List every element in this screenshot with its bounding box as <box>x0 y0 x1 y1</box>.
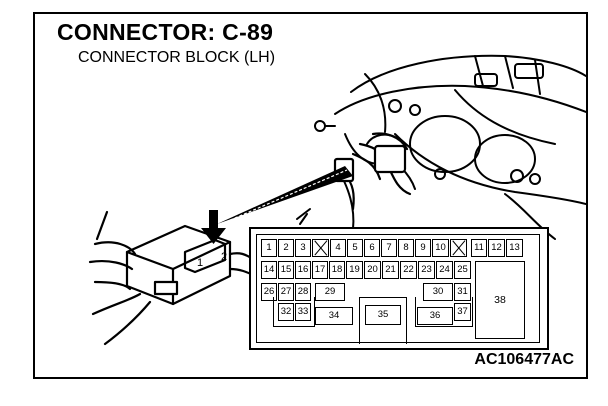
pin-cell: 4 <box>330 239 346 257</box>
callout-pointer-hatch <box>220 169 348 225</box>
pin-cell: 5 <box>347 239 363 257</box>
pin-cell: 14 <box>261 261 277 279</box>
pin-cell: 26 <box>261 283 277 301</box>
pin-cell: 16 <box>295 261 311 279</box>
connector-right-bracket <box>415 297 473 327</box>
pin-cell: 8 <box>398 239 414 257</box>
down-arrow-icon <box>201 210 226 244</box>
pin-cell: 10 <box>432 239 449 257</box>
figure-code: AC106477AC <box>474 351 574 368</box>
dashboard-illustration: 1 2 <box>88 54 586 346</box>
diagram-frame: 1 2 CONNECTOR: C-89 CONNECTOR BLOCK (LH)… <box>33 12 588 379</box>
callout-pointer <box>217 166 353 224</box>
pin-cell: 30 <box>423 283 453 301</box>
connector-key-recess <box>359 297 407 344</box>
blank-pin-cell <box>312 239 329 257</box>
pin-cell: 19 <box>346 261 363 279</box>
pin-cell: 24 <box>436 261 453 279</box>
pin-cell: 29 <box>315 283 345 301</box>
pin-cell: 3 <box>295 239 311 257</box>
pin-cell: 33 <box>295 303 311 321</box>
pin-cell: 36 <box>417 307 453 325</box>
pin-cell: 27 <box>278 283 294 301</box>
connector-left-bracket <box>273 297 315 327</box>
pin-cell: 37 <box>454 303 471 321</box>
instrument-panel-sketch <box>296 54 586 240</box>
pin-cell: 15 <box>278 261 294 279</box>
pin-cell: 28 <box>295 283 311 301</box>
pin-cell: 1 <box>261 239 277 257</box>
pin-cell-large: 38 <box>475 261 525 339</box>
pin-cell: 11 <box>471 239 487 257</box>
pin-cell: 35 <box>365 305 401 325</box>
pin-cell: 31 <box>454 283 471 301</box>
pin-cell: 6 <box>364 239 380 257</box>
connector-title: CONNECTOR: C-89 <box>57 19 274 45</box>
pin-cell: 20 <box>364 261 381 279</box>
pin-cell: 25 <box>454 261 471 279</box>
pin-cell: 12 <box>488 239 505 257</box>
pin-cell: 23 <box>418 261 435 279</box>
small-connector <box>88 210 257 346</box>
pin-cell: 22 <box>400 261 417 279</box>
pin-cell: 2 <box>278 239 294 257</box>
pin-cell: 21 <box>382 261 399 279</box>
pin-cell: 32 <box>278 303 294 321</box>
connector-block-face: 1 2 3 4 5 6 7 8 9 10 11 12 13 14 15 16 1… <box>249 227 549 350</box>
small-connector-pin2: 2 <box>221 251 227 263</box>
pin-cell: 7 <box>381 239 397 257</box>
connector-subtitle: CONNECTOR BLOCK (LH) <box>78 49 276 66</box>
pin-cell: 17 <box>312 261 328 279</box>
connector-block-inner: 1 2 3 4 5 6 7 8 9 10 11 12 13 14 15 16 1… <box>256 234 540 344</box>
small-connector-pin1: 1 <box>197 257 203 269</box>
pin-cell: 13 <box>506 239 523 257</box>
pin-cell: 9 <box>415 239 431 257</box>
pin-cell: 18 <box>329 261 345 279</box>
blank-pin-cell <box>450 239 467 257</box>
pin-cell: 34 <box>315 307 353 325</box>
